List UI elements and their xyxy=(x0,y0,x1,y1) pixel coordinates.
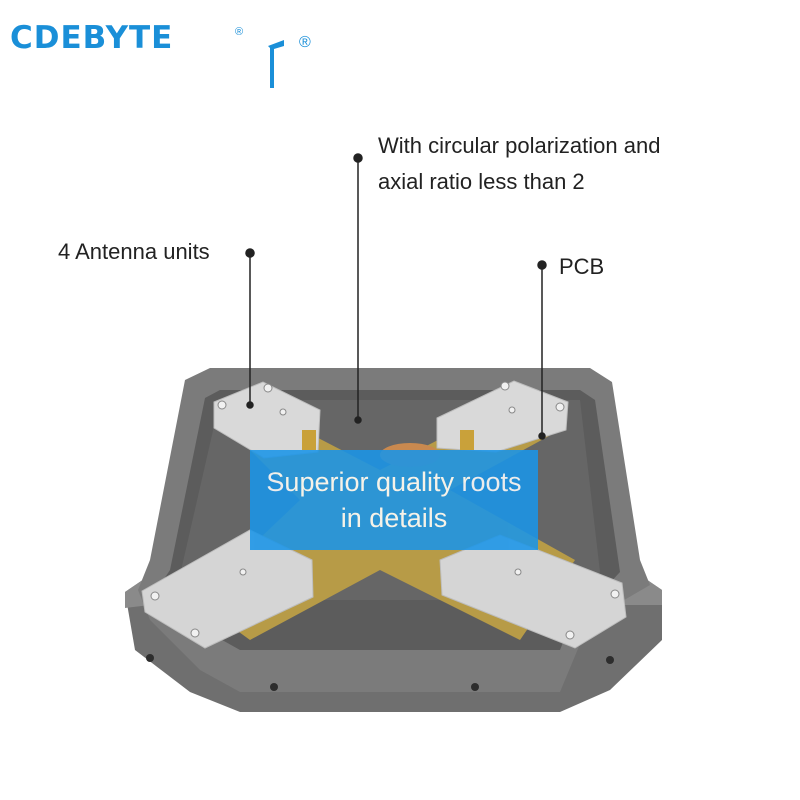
connector-1 xyxy=(302,430,316,450)
banner-line2: in details xyxy=(340,503,448,533)
connector-2 xyxy=(460,430,474,450)
callout-antenna-units: 4 Antenna units xyxy=(58,239,210,264)
callout-polarization-line1: With circular polarization and xyxy=(378,133,661,158)
brand-registered-mark: ® xyxy=(235,26,244,38)
callout-pcb: PCB xyxy=(559,254,605,279)
quality-banner: Superior quality roots in details xyxy=(250,450,538,550)
brand-logo-text: CDEBYTE xyxy=(10,20,174,56)
callout-polarization-line2: axial ratio less than 2 xyxy=(378,169,585,194)
brand-mark-icon xyxy=(268,40,284,88)
mark-registered: ® xyxy=(299,34,311,51)
callout-polarization: With circular polarization and axial rat… xyxy=(378,128,660,200)
banner-line1: Superior quality roots xyxy=(266,467,522,497)
